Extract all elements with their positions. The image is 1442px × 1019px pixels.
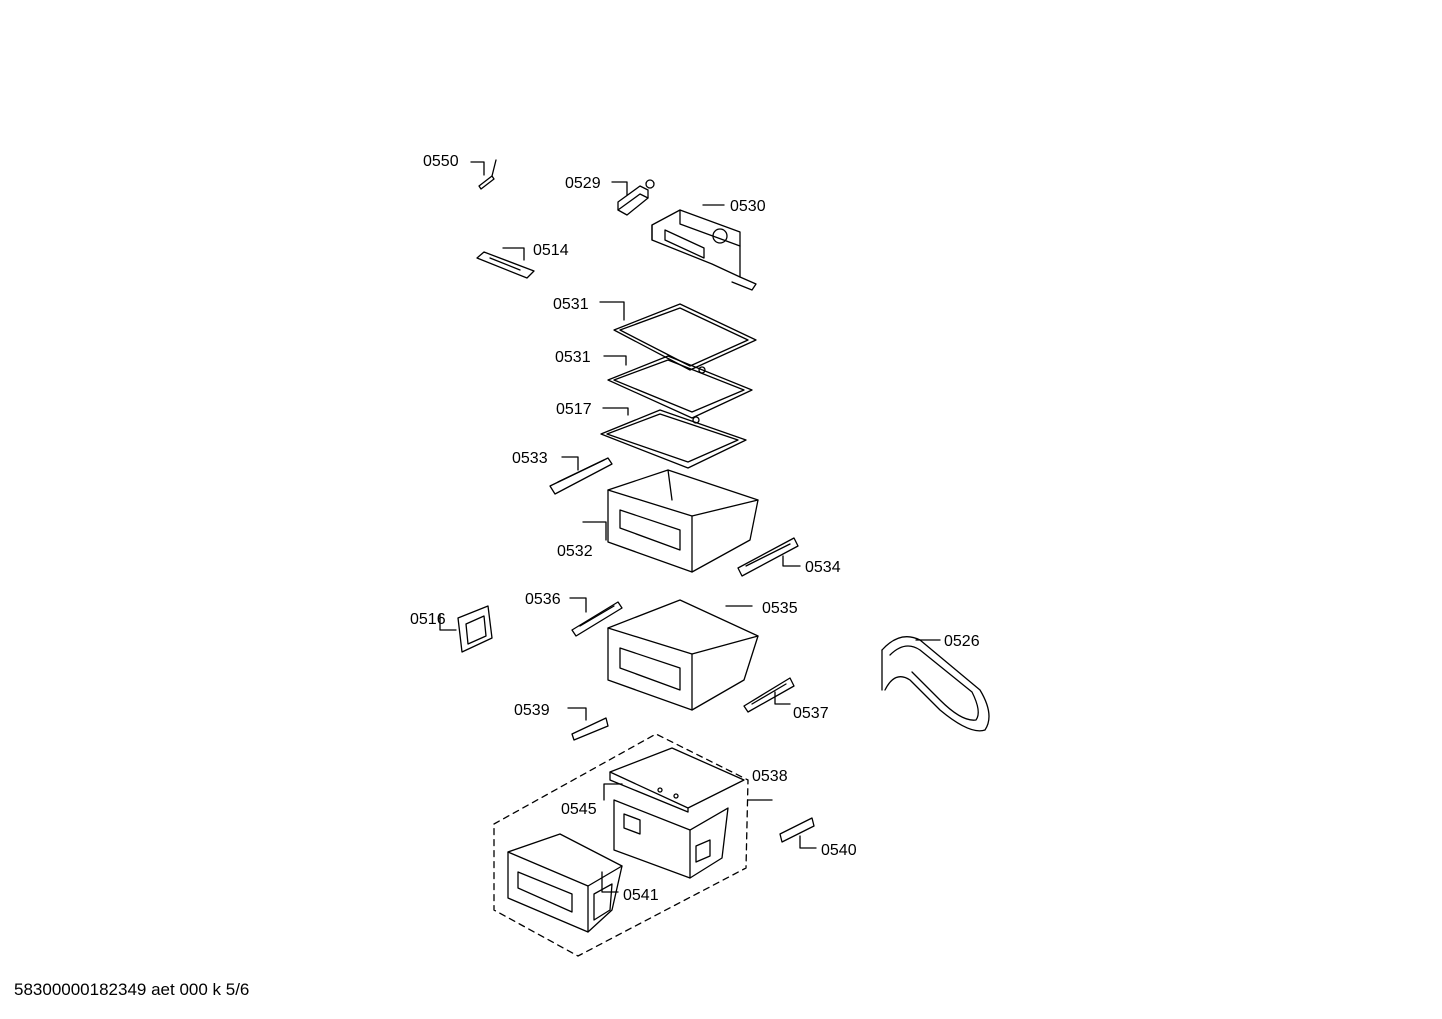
part-0516-filter: [439, 605, 493, 653]
label-0541: 0541: [623, 887, 659, 904]
label-0517: 0517: [556, 401, 592, 418]
label-0530: 0530: [730, 198, 766, 215]
label-0545: 0545: [561, 801, 597, 818]
label-0536: 0536: [525, 591, 561, 608]
label-0534: 0534: [805, 559, 841, 576]
label-0526: 0526: [944, 633, 980, 650]
label-0529: 0529: [565, 175, 601, 192]
part-0545-box: [613, 799, 729, 879]
label-0535: 0535: [762, 600, 798, 617]
part-0535-drawer-middle: [607, 599, 759, 711]
part-0534-rail: [737, 537, 801, 577]
label-0514: 0514: [533, 242, 569, 259]
part-0517-shelf-lower: [600, 407, 747, 469]
part-0540-clip: [779, 817, 817, 849]
part-0536-rail: [569, 597, 623, 637]
part-0526-duct: [881, 636, 990, 732]
part-0514-bracket: [476, 247, 535, 279]
part-0541-drawer: [507, 833, 623, 933]
label-0539: 0539: [514, 702, 550, 719]
part-0533-rail: [549, 456, 613, 495]
label-0531-upper: 0531: [553, 296, 589, 313]
part-0531-shelf-middle: [603, 355, 753, 419]
label-0550: 0550: [423, 153, 459, 170]
label-0532: 0532: [557, 543, 593, 560]
part-0530-housing: [651, 204, 757, 291]
label-0540: 0540: [821, 842, 857, 859]
label-0516: 0516: [410, 611, 446, 628]
label-0537: 0537: [793, 705, 829, 722]
part-0545-lid: [603, 747, 745, 813]
drawing-id: 58300000182349 aet 000 k 5/6: [14, 980, 250, 999]
part-0539-clip: [567, 707, 609, 741]
label-0531-middle: 0531: [555, 349, 591, 366]
part-0538-assembly-outline: [493, 733, 773, 957]
label-0533: 0533: [512, 450, 548, 467]
part-0537-rail: [743, 677, 795, 713]
part-0550-pin: [470, 159, 497, 190]
part-0532-drawer-upper: [582, 469, 759, 573]
part-0529-module: [611, 179, 655, 216]
label-0538: 0538: [752, 768, 788, 785]
